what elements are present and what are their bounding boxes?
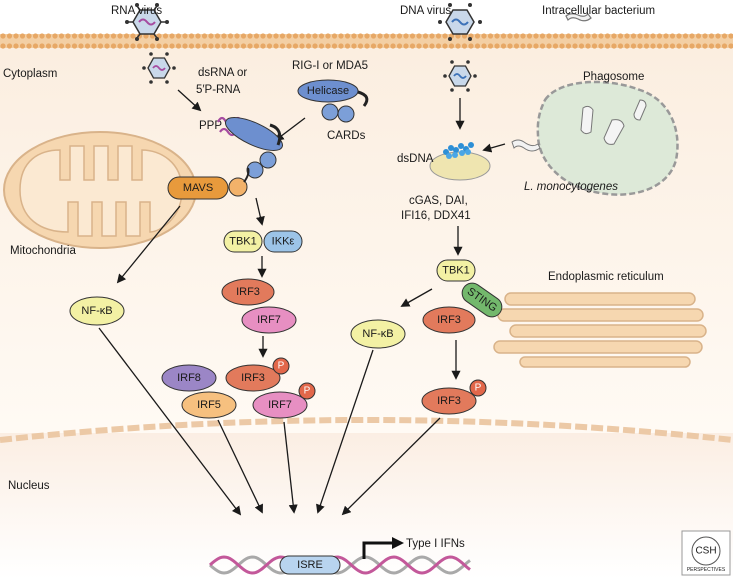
isre-label: ISRE [297,559,323,571]
dna-virus-icon [438,3,482,41]
dsrna-label-line2: 5′P-RNA [196,84,241,96]
svg-text:PERSPECTIVES: PERSPECTIVES [687,567,726,573]
tbk1-left-label: TBK1 [229,236,257,248]
phosphate-icon [272,357,290,375]
cytoplasm-label: Cytoplasm [3,68,57,80]
ikke: IKKε [263,230,303,253]
nfkb-left: NF-κB [69,296,125,326]
phosphate-label: P [278,361,285,372]
irf3-a: IRF3 [221,278,275,306]
arrow-tbk1-to-nfkb [400,288,433,307]
ikke-label: IKKε [272,236,295,248]
phagosome-icon [536,80,679,196]
helicase-label: Helicase [307,85,349,97]
rigi-helicase: Helicase [297,79,369,123]
svg-text:CSH: CSH [695,546,716,557]
irf3-d-label: IRF3 [437,395,461,407]
arrow-nfkb-right-to-isre [316,349,374,514]
ppp-label: PPP [199,120,222,132]
irf5-label: IRF5 [197,399,221,411]
irf3-c: IRF3 [422,306,476,334]
intracellular-bacterium-label: Intracellular bacterium [542,5,655,17]
arrow-listeria-to-dsdna [482,143,506,153]
phosphate-label: P [304,386,311,397]
rna-virus-label: RNA virus [111,5,162,17]
rigi-mda5-label: RIG-I or MDA5 [292,60,368,72]
tbk1-left: TBK1 [223,230,263,253]
nfkb-right: NF-κB [350,319,406,349]
irf3-d: IRF3 P [421,379,487,415]
csh-perspectives-logo: CSH PERSPECTIVES [681,530,731,576]
arrow-irf7-to-isre [283,421,298,514]
mitochondria-label: Mitochondria [10,245,76,257]
dsdna-icon [443,142,474,159]
type-i-ifns-label: Type I IFNs [406,538,465,550]
listeria-icon [511,139,541,152]
arrow-mavs-to-nfkb [116,205,181,284]
irf3-a-label: IRF3 [236,286,260,298]
listeria-label: L. monocytogenes [524,181,618,193]
mavs-label: MAVS [183,182,213,194]
irf3-b: IRF3 P [225,357,290,392]
dna-virus-label: DNA virus [400,5,451,17]
irf7-b: IRF7 P [252,382,316,419]
endoplasmic-reticulum-icon [493,292,707,368]
sensors-label-line2: IFI16, DDX41 [401,210,471,222]
phosphate-label: P [475,383,482,394]
irf3-c-label: IRF3 [437,314,461,326]
phosphate-icon [469,379,487,397]
plasma-membrane [0,33,733,49]
nucleus-label: Nucleus [8,480,50,492]
mitochondria-icon [3,131,197,249]
sensor-complex [429,151,491,181]
irf7-a-label: IRF7 [257,314,281,326]
mavs-protein: MAVS [167,167,250,200]
phagosome-label: Phagosome [583,71,644,83]
dna-virus-entering-icon [443,60,477,92]
irf8: IRF8 [161,364,217,392]
arrow-irf5-to-isre [217,419,263,514]
bacterium-icon [565,13,592,22]
cards-label: CARDs [327,130,366,142]
irf8-label: IRF8 [177,372,201,384]
isre-element: ISRE [279,555,341,575]
arrow-virus-to-rna [177,89,202,112]
tbk1-right-label: TBK1 [442,265,470,277]
nfkb-right-label: NF-κB [362,328,393,340]
arrow-mavs-to-tbk1 [255,197,265,226]
phosphate-icon [298,382,316,400]
genomic-dna-icon [208,555,471,575]
arrow-nfkb-left-to-isre [98,327,242,516]
irf5: IRF5 [181,391,237,419]
arrow-irf3-right-to-isre [341,417,441,516]
irf3-b-label: IRF3 [241,372,265,384]
nuclear-membrane [0,417,733,443]
dsrna-label-line1: dsRNA or [198,67,247,79]
rna-virus-entering-icon [142,52,176,84]
nfkb-left-label: NF-κB [81,305,112,317]
irf7-b-label: IRF7 [268,399,292,411]
er-label: Endoplasmic reticulum [548,271,664,283]
nucleus-region [0,433,733,579]
rna-virus-icon [125,3,169,41]
irf7-a: IRF7 [241,306,297,334]
transcription-arrow-icon [362,541,394,559]
tbk1-right: TBK1 [436,259,476,282]
rigi-activated [225,117,283,179]
dsdna-label: dsDNA [397,153,434,165]
sensors-label-line1: cGAS, DAI, [409,195,468,207]
